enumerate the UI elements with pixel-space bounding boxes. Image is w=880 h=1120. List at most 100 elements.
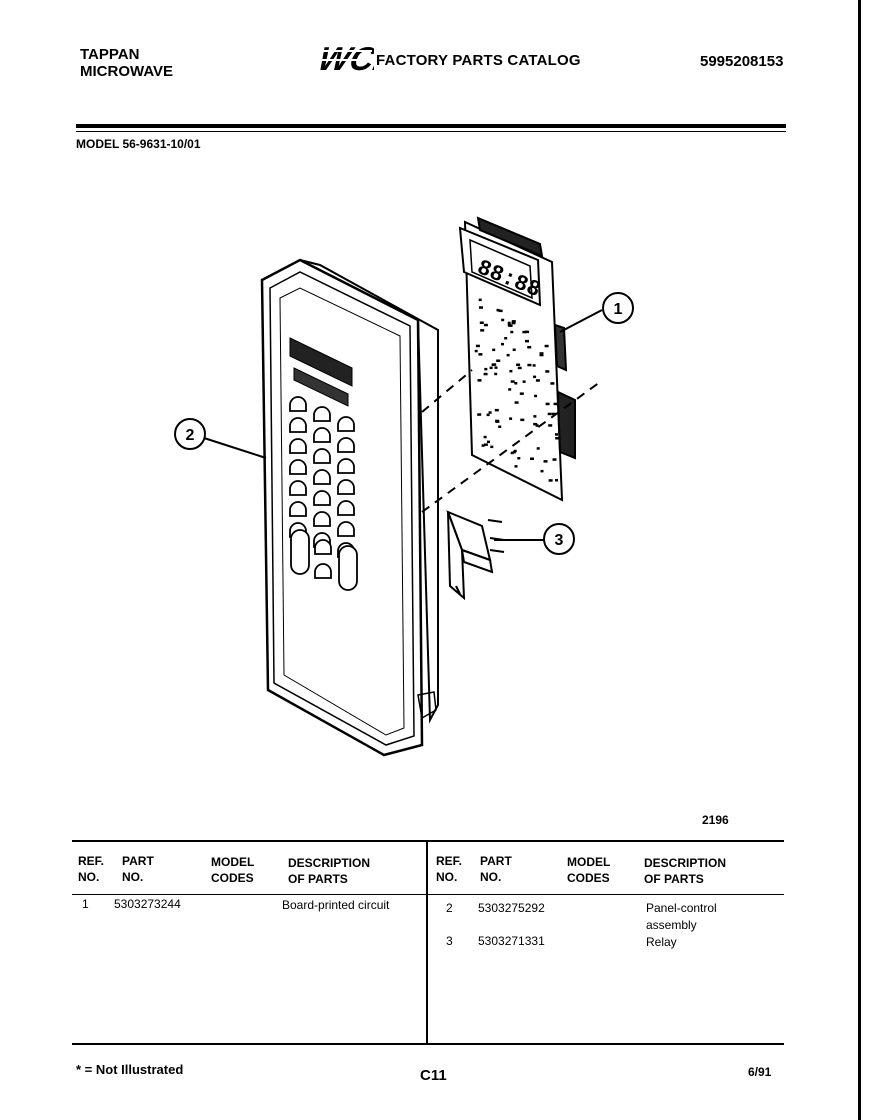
callout-2-label: 2	[186, 427, 195, 444]
keypad-button	[337, 416, 355, 432]
board-component	[535, 424, 539, 427]
board-component	[514, 401, 519, 404]
board-component	[490, 445, 494, 449]
left-row-1-part: 5303273244	[114, 897, 181, 911]
keypad-button	[289, 396, 307, 412]
board-components	[474, 298, 560, 482]
table-header-rule	[72, 894, 784, 895]
board-component	[517, 457, 521, 460]
board-component	[492, 348, 496, 352]
board-component	[522, 330, 527, 334]
board-component	[517, 366, 522, 370]
header-rule-thin	[76, 131, 786, 132]
table-bottom-rule	[72, 1043, 784, 1045]
page-edge	[858, 0, 861, 1120]
board-component	[474, 349, 478, 353]
right-row-2-description: Relay	[646, 935, 677, 949]
board-component	[508, 388, 512, 391]
board-component	[519, 392, 524, 395]
board-component	[494, 408, 499, 412]
board-component	[543, 460, 548, 463]
board-component	[514, 465, 518, 468]
board-component	[540, 469, 544, 473]
board-component	[488, 411, 492, 414]
keypad-button	[313, 427, 331, 443]
circuit-board: 88:88	[458, 216, 576, 502]
right-row-1-part: 5303275292	[478, 901, 545, 915]
board-component	[539, 353, 544, 357]
board-component	[533, 415, 537, 418]
keypad-button	[314, 563, 332, 579]
keypad-button	[337, 500, 355, 516]
board-component	[483, 435, 487, 439]
board-component	[548, 479, 553, 482]
right-row-2-part: 5303271331	[478, 934, 545, 948]
board-component	[484, 367, 488, 371]
board-component	[555, 479, 558, 482]
board-component	[534, 394, 538, 398]
brand-line-2: MICROWAVE	[80, 63, 174, 80]
board-component	[481, 444, 485, 447]
board-component	[544, 344, 549, 348]
keypad-button	[313, 469, 331, 485]
board-component	[545, 402, 550, 406]
brand-line-1: TAPPAN	[80, 46, 140, 63]
board-component	[511, 320, 516, 323]
board-component	[479, 306, 483, 309]
keypad-button	[313, 448, 331, 464]
table-column-divider	[426, 840, 428, 1044]
callout-1-label: 1	[614, 301, 623, 318]
left-row-1-description: Board-printed circuit	[282, 898, 390, 912]
board-component	[478, 353, 483, 356]
board-component	[532, 364, 536, 367]
panel-display	[289, 337, 353, 407]
board-component	[494, 372, 498, 376]
board-component	[480, 329, 485, 332]
board-component	[494, 366, 498, 369]
board-component	[511, 321, 516, 325]
board-component	[516, 363, 521, 366]
header-rule-thick	[76, 124, 786, 128]
board-component	[506, 353, 510, 357]
board-component	[520, 418, 525, 422]
board-component	[551, 412, 556, 416]
keypad-button	[337, 437, 355, 453]
board-component	[509, 417, 513, 420]
board-component	[509, 369, 513, 373]
board-component	[478, 298, 482, 302]
wci-logo: WCI	[315, 41, 374, 74]
board-component	[501, 318, 505, 322]
board-component	[495, 419, 500, 423]
board-component	[527, 346, 532, 349]
board-component	[510, 380, 515, 383]
catalog-number: 5995208153	[700, 53, 784, 70]
right-row-1-description: Panel-control assembly	[646, 901, 717, 932]
board-component	[510, 330, 514, 334]
right-header-ref: REF.NO.	[436, 854, 463, 884]
catalog-title: FACTORY PARTS CATALOG	[376, 52, 581, 69]
catalog-date: 6/91	[748, 1065, 772, 1079]
board-component	[539, 352, 544, 355]
right-row-2-ref: 3	[446, 934, 453, 948]
table-top-rule	[72, 840, 784, 842]
board-component	[547, 412, 552, 416]
large-key	[290, 529, 310, 575]
board-component	[525, 330, 530, 334]
keypad-button	[289, 459, 307, 475]
large-key	[338, 545, 358, 591]
board-component	[548, 424, 553, 427]
board-component	[522, 380, 526, 383]
keypad-button	[313, 490, 331, 506]
right-row-1-ref: 2	[446, 901, 453, 915]
board-component	[496, 359, 501, 362]
board-component	[479, 321, 484, 324]
board-component	[507, 321, 511, 325]
board-component	[530, 457, 534, 460]
board-component	[507, 324, 511, 327]
exploded-view-drawing: 88:88 1 2 3	[174, 216, 634, 757]
board-component	[533, 375, 537, 379]
board-component	[527, 363, 532, 367]
